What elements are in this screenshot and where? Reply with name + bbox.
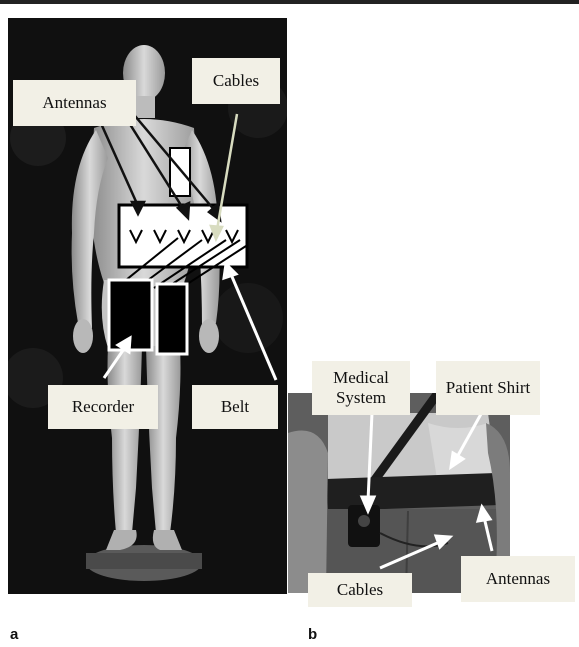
callout-patient-shirt: Patient Shirt bbox=[436, 361, 540, 415]
panel-label-a: a bbox=[10, 626, 18, 643]
panel-label-b: b bbox=[308, 626, 317, 643]
cropped-caption-strip bbox=[0, 0, 579, 4]
callout-recorder: Recorder bbox=[48, 385, 158, 429]
callout-medical-system: Medical System bbox=[312, 361, 410, 415]
callout-cables-b: Cables bbox=[308, 573, 412, 607]
chest-device bbox=[170, 148, 190, 196]
callout-belt: Belt bbox=[192, 385, 278, 429]
callout-cables-a: Cables bbox=[192, 58, 280, 104]
recorder-block-secondary bbox=[157, 284, 187, 354]
callout-antennas: Antennas bbox=[13, 80, 136, 126]
callout-antennas-b: Antennas bbox=[461, 556, 575, 602]
